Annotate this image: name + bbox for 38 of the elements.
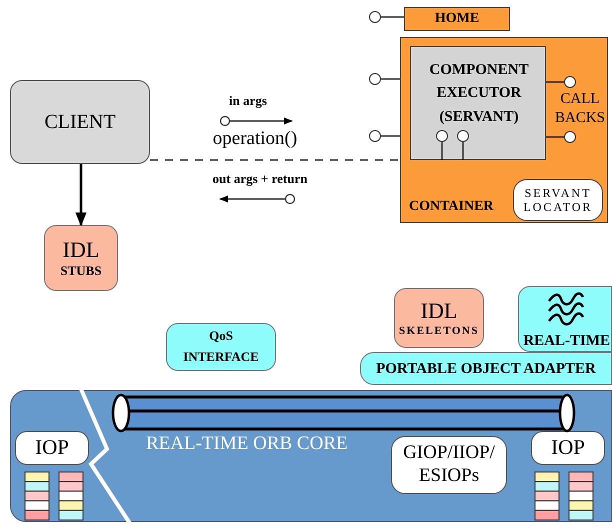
container-title: CONTAINER (409, 198, 495, 216)
port-circle (369, 130, 381, 142)
home-box: HOME (404, 7, 510, 31)
port-circle (436, 130, 448, 142)
protocol-box: GIOP/IIOP/ ESIOPs (391, 436, 507, 494)
real-time-box (518, 286, 612, 352)
client-box: CLIENT (10, 80, 150, 164)
connector-line (381, 16, 404, 18)
qos-box: QoS INTERFACE (166, 323, 276, 371)
connector-line (462, 142, 464, 160)
connector-line (441, 142, 443, 160)
port-circle (457, 130, 469, 142)
arg-label: out args + return (212, 171, 308, 188)
connector-line (546, 81, 564, 83)
adapter-title: REAL-TIME (522, 332, 611, 351)
port-circle (369, 11, 381, 23)
dashed-line (150, 159, 400, 161)
connector-line (381, 135, 400, 137)
executor-title: COMPONENT EXECUTOR (SERVANT) (428, 61, 530, 126)
executor-box (410, 46, 546, 160)
connector-line (381, 78, 400, 80)
iop-box: IOP (531, 431, 605, 465)
iop-box: IOP (15, 431, 89, 465)
orb-core-band (10, 390, 612, 522)
container-box (400, 37, 608, 223)
adapter-box: PORTABLE OBJECT ADAPTER (360, 352, 612, 385)
orb-core-title: REAL-TIME ORB CORE (146, 432, 349, 456)
arrow (75, 164, 87, 226)
port-circle (369, 73, 381, 85)
stub-box: IDL STUBS (44, 225, 118, 291)
port-circle (564, 76, 576, 88)
arg-label: in args (228, 93, 268, 110)
connector-line (546, 136, 564, 138)
locator-box: SERVANT LOCATOR (513, 179, 603, 221)
skeleton-box: IDL SKELETONS (394, 288, 484, 348)
operation-label: operation() (212, 127, 298, 151)
callback-label: CALL BACKS (554, 90, 606, 128)
port-circle (564, 131, 576, 143)
